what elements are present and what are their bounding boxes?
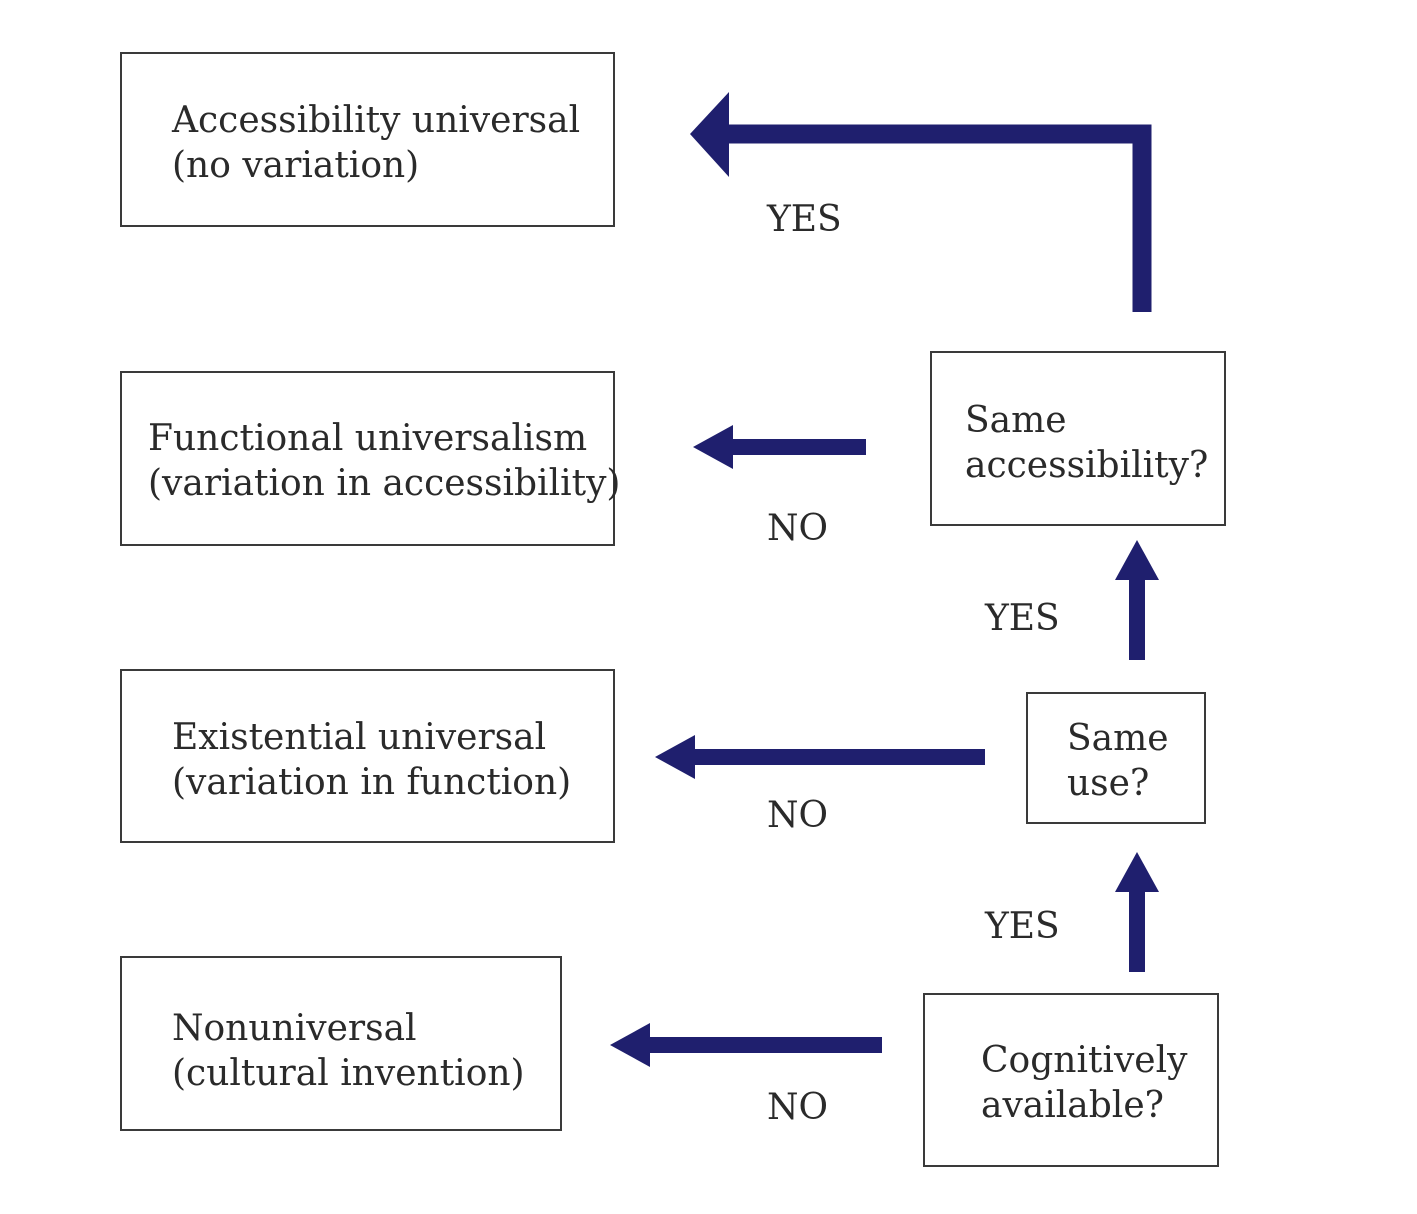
edge-label-yes: YES <box>767 199 842 240</box>
arrow-same-use-no <box>655 735 985 779</box>
outcome-subtitle: (no variation) <box>172 145 420 186</box>
arrow-cognitively-available-no <box>610 1023 882 1067</box>
question-line-2: use? <box>1067 763 1150 804</box>
outcome-subtitle: (variation in function) <box>172 762 572 803</box>
edge-label-yes: YES <box>985 906 1060 947</box>
question-line-1: Cognitively <box>981 1040 1188 1081</box>
outcome-title: Nonuniversal <box>172 1008 417 1049</box>
outcome-accessibility-universal: Accessibility universal (no variation) <box>120 52 615 227</box>
edge-label-no: NO <box>767 1087 829 1128</box>
question-line-2: accessibility? <box>965 445 1209 486</box>
question-same-use: Same use? <box>1026 692 1206 824</box>
outcome-subtitle: (cultural invention) <box>172 1053 525 1094</box>
edge-label-no: NO <box>767 508 829 549</box>
outcome-functional-universalism: Functional universalism (variation in ac… <box>120 371 621 546</box>
edge-label-no: NO <box>767 795 829 836</box>
outcome-title: Accessibility universal <box>172 100 581 141</box>
question-line-1: Same <box>965 400 1067 441</box>
edge-label-yes: YES <box>985 598 1060 639</box>
question-line-2: available? <box>981 1085 1164 1126</box>
question-same-accessibility: Same accessibility? <box>930 351 1226 526</box>
outcome-nonuniversal: Nonuniversal (cultural invention) <box>120 956 562 1131</box>
outcome-title: Functional universalism <box>148 418 588 459</box>
question-cognitively-available: Cognitively available? <box>923 993 1219 1167</box>
arrow-same-accessibility-no <box>693 425 866 469</box>
outcome-existential-universal: Existential universal (variation in func… <box>120 669 615 843</box>
arrow-cognitively-available-yes <box>1115 852 1159 972</box>
question-line-1: Same <box>1067 718 1169 759</box>
outcome-subtitle: (variation in accessibility) <box>148 463 621 504</box>
outcome-title: Existential universal <box>172 717 547 758</box>
arrow-same-use-yes <box>1115 540 1159 660</box>
arrow-same-accessibility-yes <box>690 92 1152 312</box>
